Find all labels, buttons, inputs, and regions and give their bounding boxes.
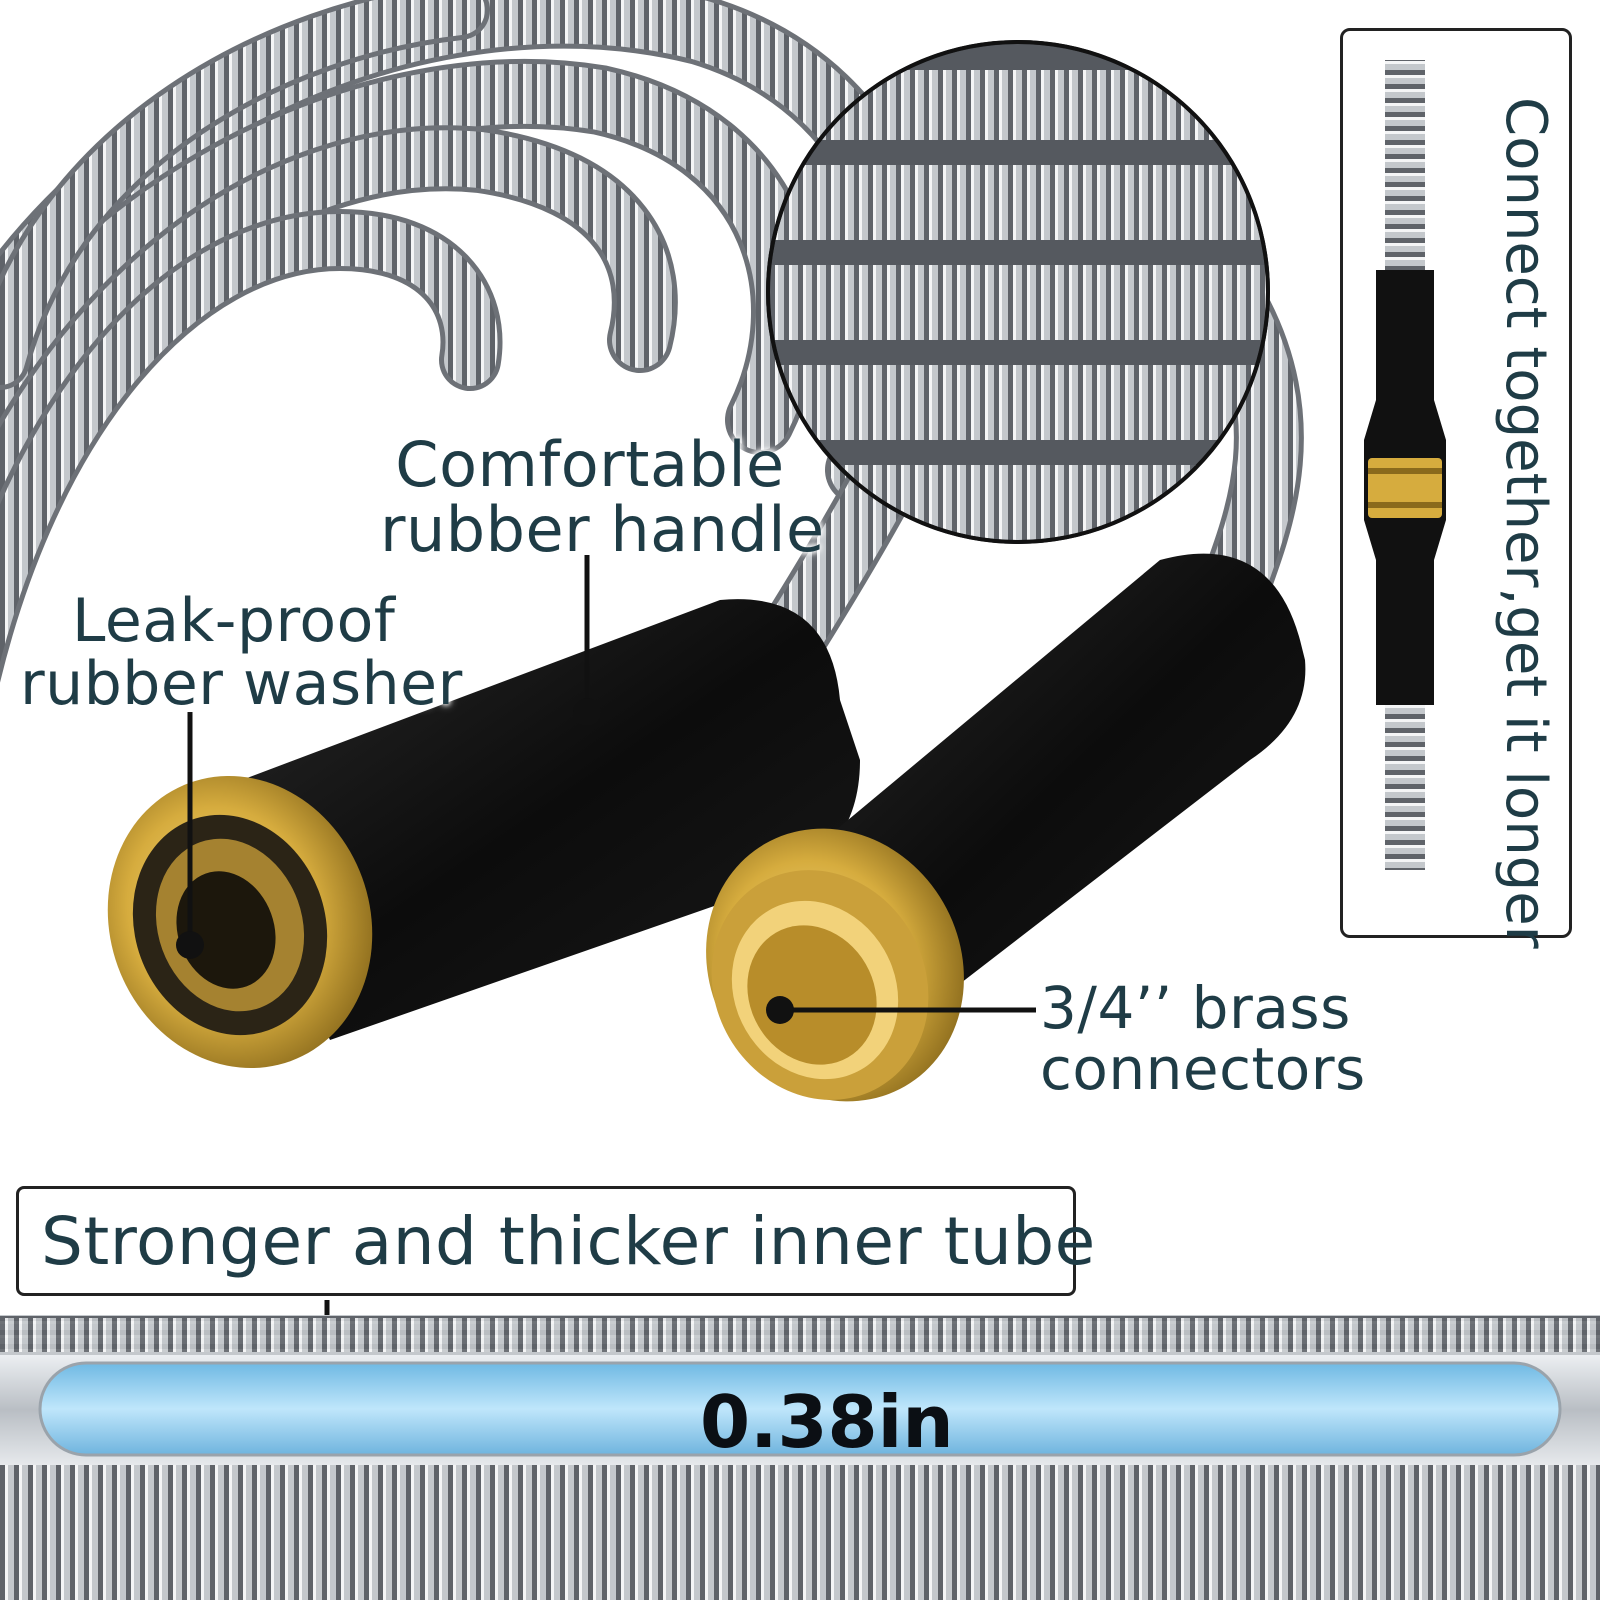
washer-callout: Leak-proof rubber washer: [20, 590, 463, 716]
inner-tube-caption: Stronger and thicker inner tube: [41, 1203, 1096, 1280]
washer-callout-line2: rubber washer: [20, 649, 463, 719]
connected-hoses-overlay: [1364, 60, 1446, 870]
washer-callout-line1: Leak-proof: [72, 586, 396, 656]
brass-callout: 3/4’’ brass connectors: [1040, 978, 1366, 1100]
left-handle: [107, 599, 860, 1069]
handle-callout: Comfortable rubber handle: [380, 428, 825, 567]
brass-callout-line2: connectors: [1040, 1034, 1366, 1103]
inner-tube-caption-box: Stronger and thicker inner tube: [16, 1186, 1095, 1296]
brass-callout-line1: 3/4’’ brass: [1040, 974, 1351, 1042]
side-caption: Connect together,get it longer: [1493, 97, 1558, 949]
inner-tube-section: [0, 1315, 1600, 1600]
handle-callout-line2: rubber handle: [380, 493, 825, 567]
coiled-hose: [0, 0, 943, 684]
handle-callout-line1: Comfortable: [395, 428, 785, 501]
diameter-label: 0.38in: [700, 1380, 954, 1464]
right-handle: [706, 553, 1306, 1102]
